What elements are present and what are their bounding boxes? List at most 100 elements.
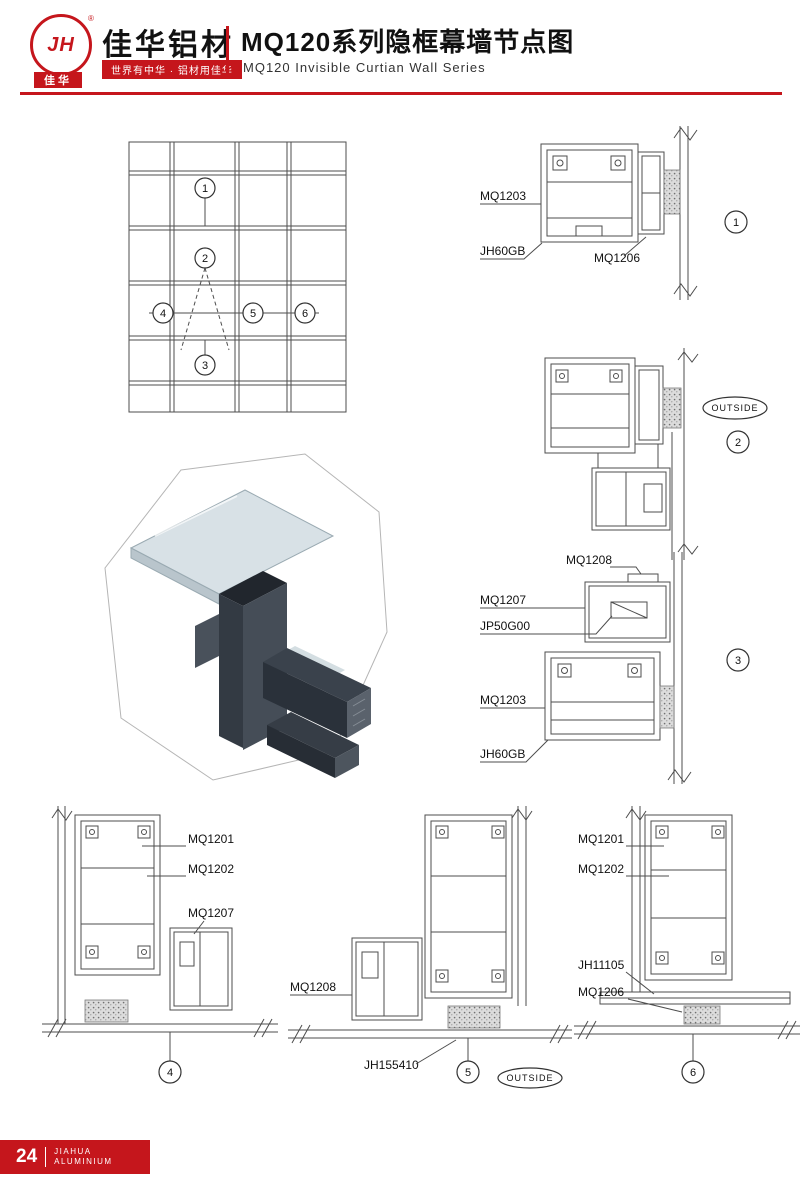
detail-2-section: OUTSIDE 2 [544, 348, 768, 560]
mullion-profile [540, 143, 639, 243]
leader-line [480, 739, 549, 763]
clamp-profile [634, 365, 664, 445]
vertical-mullion-3d [195, 571, 287, 750]
detail6-label-jh11105: JH11105 [578, 958, 625, 972]
leader-line [480, 615, 613, 635]
detail-callout-4: 4 [158, 1032, 182, 1084]
sub-profile [169, 927, 233, 1011]
svg-text:3: 3 [735, 655, 741, 667]
sub-profile [351, 937, 423, 1021]
detail4-label-mq1207: MQ1207 [188, 906, 234, 920]
detail-4-section: MQ1201 MQ1202 MQ1207 4 [42, 806, 278, 1084]
svg-text:OUTSIDE: OUTSIDE [506, 1073, 553, 1083]
page-title: MQ120系列隐框幕墙节点图 [241, 27, 575, 57]
svg-text:6: 6 [302, 308, 308, 320]
svg-text:5: 5 [250, 308, 256, 320]
sill-plate-profile [599, 991, 791, 1005]
detail1-label-jh60gb: JH60GB [480, 244, 525, 258]
company-logo: JH [30, 14, 92, 76]
detail4-label-mq1201: MQ1201 [188, 832, 234, 846]
detail-callout-3: 3 [726, 648, 750, 672]
detail-callout-2: 2 [726, 430, 750, 454]
glass-plane [574, 806, 800, 1040]
detail3-label-mq1207: MQ1207 [480, 593, 526, 607]
elevation-callout-2: 2 [194, 247, 216, 269]
structural-sealant [663, 169, 681, 215]
leader-line [625, 971, 655, 995]
structural-sealant [662, 387, 682, 429]
detail-3-section: MQ1208 MQ1207 JP50G00 MQ1203 JH60GB 3 [480, 552, 750, 784]
structural-sealant [84, 999, 129, 1023]
svg-text:OUTSIDE: OUTSIDE [711, 403, 758, 413]
header-divider [226, 26, 229, 76]
brand-name: 佳华铝材 [102, 29, 234, 62]
detail3-label-jp50g00: JP50G00 [480, 619, 530, 633]
detail6-label-mq1201: MQ1201 [578, 832, 624, 846]
elevation-callout-6: 6 [294, 302, 316, 324]
elevation-callout-5: 5 [242, 302, 264, 324]
header-rule [20, 92, 782, 95]
detail1-label-mq1206: MQ1206 [594, 251, 640, 265]
horizontal-transom-3d [263, 646, 371, 738]
mullion-profile [544, 651, 661, 741]
registered-mark: ® [88, 14, 94, 23]
detail1-label-mq1203: MQ1203 [480, 189, 526, 203]
glass-plane [667, 552, 692, 784]
leader-line [193, 920, 205, 935]
detail4-label-mq1202: MQ1202 [188, 862, 234, 876]
svg-text:1: 1 [202, 183, 208, 195]
svg-text:6: 6 [690, 1067, 696, 1079]
structural-sealant [683, 1005, 721, 1025]
mullion-profile [424, 814, 513, 999]
detail-callout-5: 5 [456, 1038, 480, 1084]
detail5-label-mq1208: MQ1208 [290, 980, 336, 994]
detail3-label-jh60gb: JH60GB [480, 747, 525, 761]
detail-1-section: MQ1203 JH60GB MQ1206 1 [480, 126, 748, 300]
grid-lines [128, 141, 347, 413]
detail-callout-6: 6 [681, 1034, 705, 1084]
leader-line [480, 242, 543, 260]
svg-text:1: 1 [733, 217, 739, 229]
glass-plane [288, 806, 572, 1044]
svg-text:4: 4 [160, 308, 166, 320]
detail-5-section: MQ1208 JH155410 5 OUTSIDE [288, 806, 572, 1089]
leader-line [627, 998, 683, 1013]
transom-profile [544, 357, 636, 454]
footer-divider [45, 1147, 47, 1167]
callout-leaders [149, 198, 319, 355]
logo-chinese-name: 佳华 [34, 72, 82, 88]
structural-sealant [659, 685, 675, 729]
isometric-3d-render [104, 453, 388, 781]
lower-sub-profile [591, 444, 671, 531]
page-number: 24 [16, 1146, 38, 1167]
page-subtitle: MQ120 Invisible Curtian Wall Series [243, 60, 486, 75]
outside-tag: OUTSIDE [702, 396, 768, 420]
detail6-label-mq1206: MQ1206 [578, 985, 624, 999]
footer-company-name: JIAHUA [54, 1147, 92, 1156]
elevation-callout-3: 3 [194, 354, 216, 376]
svg-text:3: 3 [202, 360, 208, 372]
footer-company: JIAHUA ALUMINIUM [54, 1147, 112, 1167]
glass-panel [129, 489, 335, 605]
svg-text:2: 2 [202, 253, 208, 265]
leader-line [415, 1039, 457, 1065]
leader-line [623, 236, 647, 257]
elevation-callout-1: 1 [194, 177, 216, 199]
footer-bar: 24 JIAHUA ALUMINIUM [0, 1140, 150, 1174]
structural-sealant [447, 1005, 501, 1029]
leader-line [610, 566, 642, 575]
detail3-label-mq1203: MQ1203 [480, 693, 526, 707]
svg-text:4: 4 [167, 1067, 173, 1079]
mullion-profile [644, 814, 733, 981]
detail3-label-mq1208: MQ1208 [566, 553, 612, 567]
elevation-callout-4: 4 [152, 302, 174, 324]
footer-company-type: ALUMINIUM [54, 1157, 113, 1166]
detail-callout-1: 1 [724, 210, 748, 234]
brand-tagline: 世界有中华 · 铝材用佳华 [102, 60, 242, 79]
logo-monogram: JH [47, 33, 75, 56]
opening-symbol [180, 267, 230, 351]
outside-tag: OUTSIDE [497, 1067, 563, 1089]
detail5-label-jh155410: JH155410 [364, 1058, 419, 1072]
sub-profile [637, 151, 665, 235]
